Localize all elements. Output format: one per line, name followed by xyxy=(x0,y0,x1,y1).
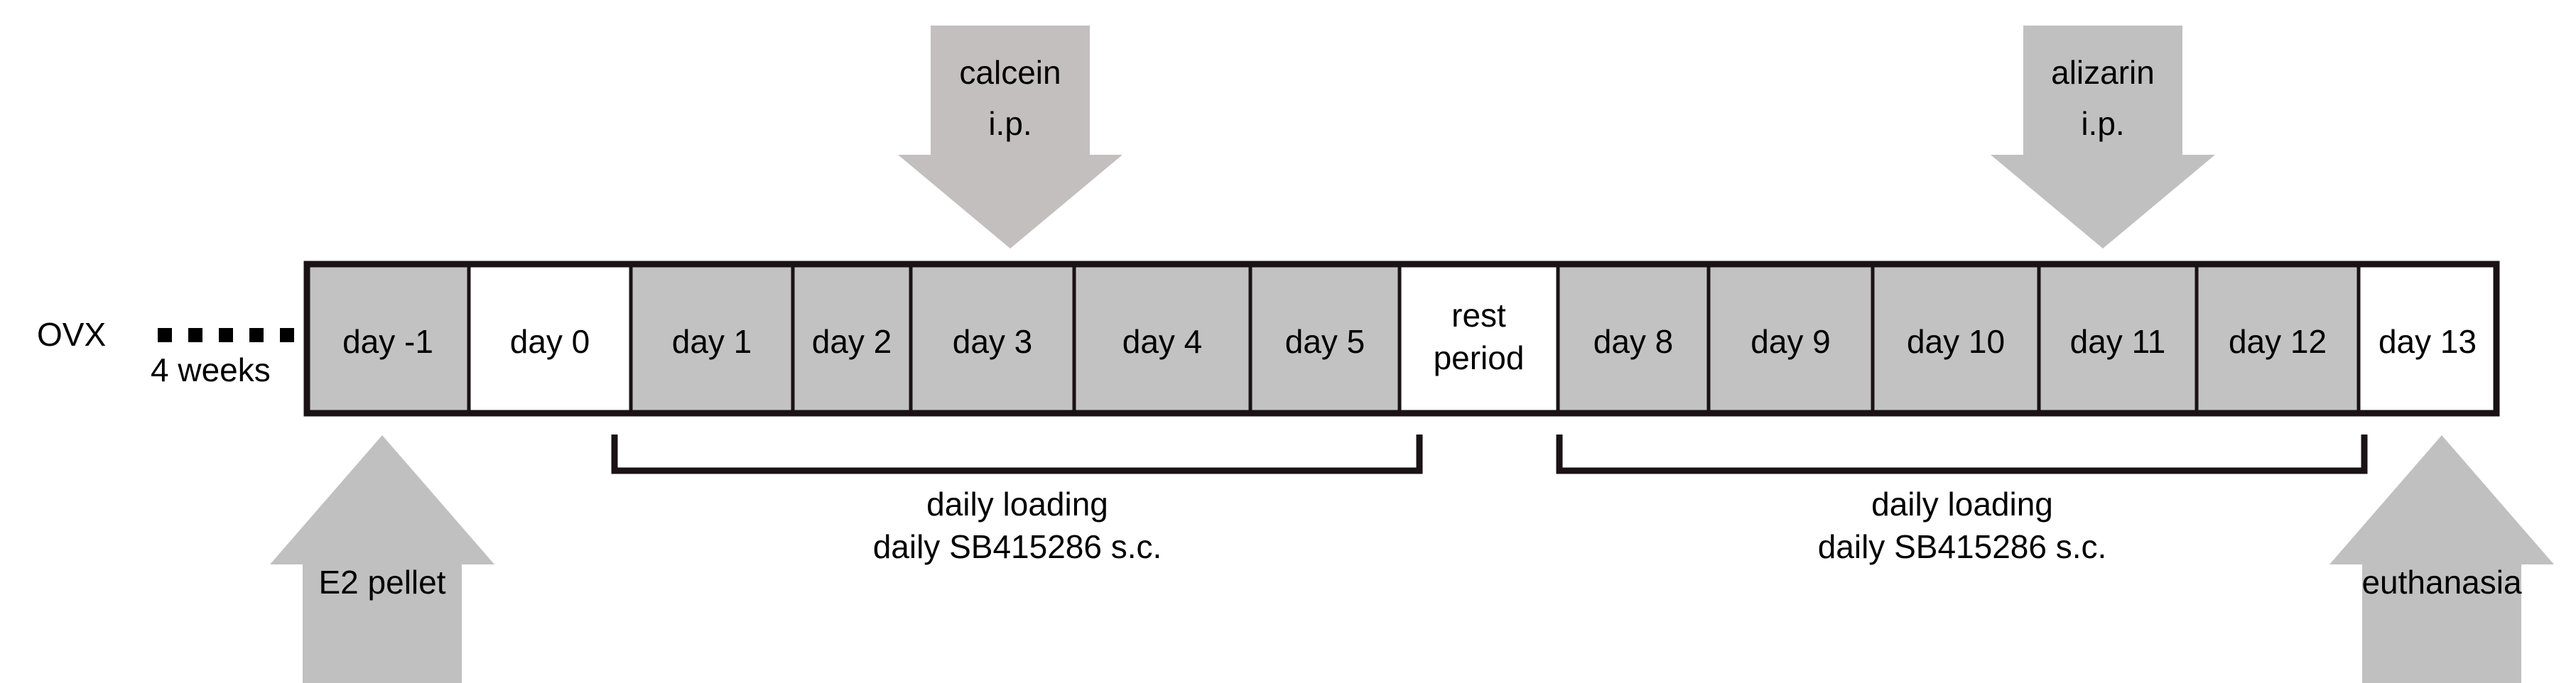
loading-phase-1-caption-line2: daily SB415286 s.c. xyxy=(873,528,1162,565)
calcein-label-line1: calcein xyxy=(959,54,1061,91)
cell-box-0[interactable] xyxy=(305,262,471,415)
timeline-cell-0[interactable]: day -1 xyxy=(305,262,471,415)
loading-phase-2-caption-line2: daily SB415286 s.c. xyxy=(1818,528,2107,565)
cell-box-9[interactable] xyxy=(1706,262,1875,415)
cell-label-12: day 12 xyxy=(2229,323,2327,360)
euthanasia-arrow-shape xyxy=(2329,435,2554,683)
e2-pellet-label: E2 pellet xyxy=(318,564,445,601)
calcein-arrow-shape xyxy=(898,26,1122,248)
dotted-line-icon-dot-4 xyxy=(280,328,294,342)
arrow-down-calcein: calcein i.p. xyxy=(898,26,1122,248)
cell-label-3: day 2 xyxy=(812,323,892,360)
timeline-cell-5[interactable]: day 4 xyxy=(1072,262,1252,415)
timeline-cell-4[interactable]: day 3 xyxy=(909,262,1076,415)
alizarin-label-line1: alizarin xyxy=(2051,54,2155,91)
loading-phase-1-bracket-path xyxy=(611,435,1423,474)
bracket-loading-phase-1: daily loading daily SB415286 s.c. xyxy=(611,435,1423,565)
cell-label-9: day 9 xyxy=(1750,323,1831,360)
pre-phase-group: OVX 4 weeks xyxy=(37,316,294,388)
cell-label-0: day -1 xyxy=(342,323,433,360)
duration-label: 4 weeks xyxy=(151,351,271,388)
timeline-cell-3[interactable]: day 2 xyxy=(791,262,913,415)
cell-label-4: day 3 xyxy=(953,323,1033,360)
cell-label-6: day 5 xyxy=(1285,323,1365,360)
bracket-loading-phase-2: daily loading daily SB415286 s.c. xyxy=(1556,435,2368,565)
cell-label-2: day 1 xyxy=(672,323,752,360)
cell-box-12[interactable] xyxy=(2195,262,2361,415)
ovx-label: OVX xyxy=(37,316,106,353)
timeline-cell-8[interactable]: day 8 xyxy=(1556,262,1711,415)
cell-label-1: day 0 xyxy=(510,323,590,360)
loading-phase-2-bracket-path xyxy=(1556,435,2368,474)
cell-label-5: day 4 xyxy=(1122,323,1203,360)
timeline-cell-13[interactable]: day 13 xyxy=(2356,262,2499,415)
timeline-cell-1[interactable]: day 0 xyxy=(467,262,633,415)
cell-label-10: day 10 xyxy=(1907,323,2005,360)
timeline-cell-6[interactable]: day 5 xyxy=(1248,262,1402,415)
calcein-label-line2: i.p. xyxy=(988,105,1032,142)
timeline-cells: day -1 day 0 day 1 day 2 day 3 day 4 day 5 rest… xyxy=(305,262,2499,415)
alizarin-label-line2: i.p. xyxy=(2081,105,2124,142)
dotted-line-icon-dot-0 xyxy=(158,328,172,342)
timeline-cell-7[interactable]: rest period xyxy=(1397,262,1560,415)
arrow-up-euthanasia: euthanasia xyxy=(2329,435,2554,683)
euthanasia-label: euthanasia xyxy=(2361,564,2521,601)
dotted-line-icon-dot-3 xyxy=(249,328,264,342)
cell-label-7-line2: period xyxy=(1434,339,1525,376)
timeline-cell-9[interactable]: day 9 xyxy=(1706,262,1875,415)
cell-label-13: day 13 xyxy=(2379,323,2477,360)
e2-pellet-arrow-shape xyxy=(270,435,494,683)
alizarin-arrow-shape xyxy=(1991,26,2215,248)
timeline-cell-11[interactable]: day 11 xyxy=(2037,262,2199,415)
dotted-line-icon-dot-2 xyxy=(219,328,233,342)
arrow-down-alizarin: alizarin i.p. xyxy=(1991,26,2215,248)
cell-box-7[interactable] xyxy=(1397,262,1560,415)
cell-label-7-line1: rest xyxy=(1451,297,1506,334)
arrow-up-e2-pellet: E2 pellet xyxy=(270,435,494,683)
timeline-cell-2[interactable]: day 1 xyxy=(629,262,795,415)
loading-phase-1-caption-line1: daily loading xyxy=(926,486,1108,523)
cell-label-8: day 8 xyxy=(1593,323,1674,360)
timeline-cell-10[interactable]: day 10 xyxy=(1871,262,2041,415)
cell-box-2[interactable] xyxy=(629,262,795,415)
timeline-outer-frame xyxy=(303,261,2500,417)
timeline-cell-12[interactable]: day 12 xyxy=(2195,262,2361,415)
cell-label-11: day 11 xyxy=(2070,323,2166,360)
dotted-line-icon-dot-1 xyxy=(188,328,202,342)
loading-phase-2-caption-line1: daily loading xyxy=(1871,486,2053,523)
